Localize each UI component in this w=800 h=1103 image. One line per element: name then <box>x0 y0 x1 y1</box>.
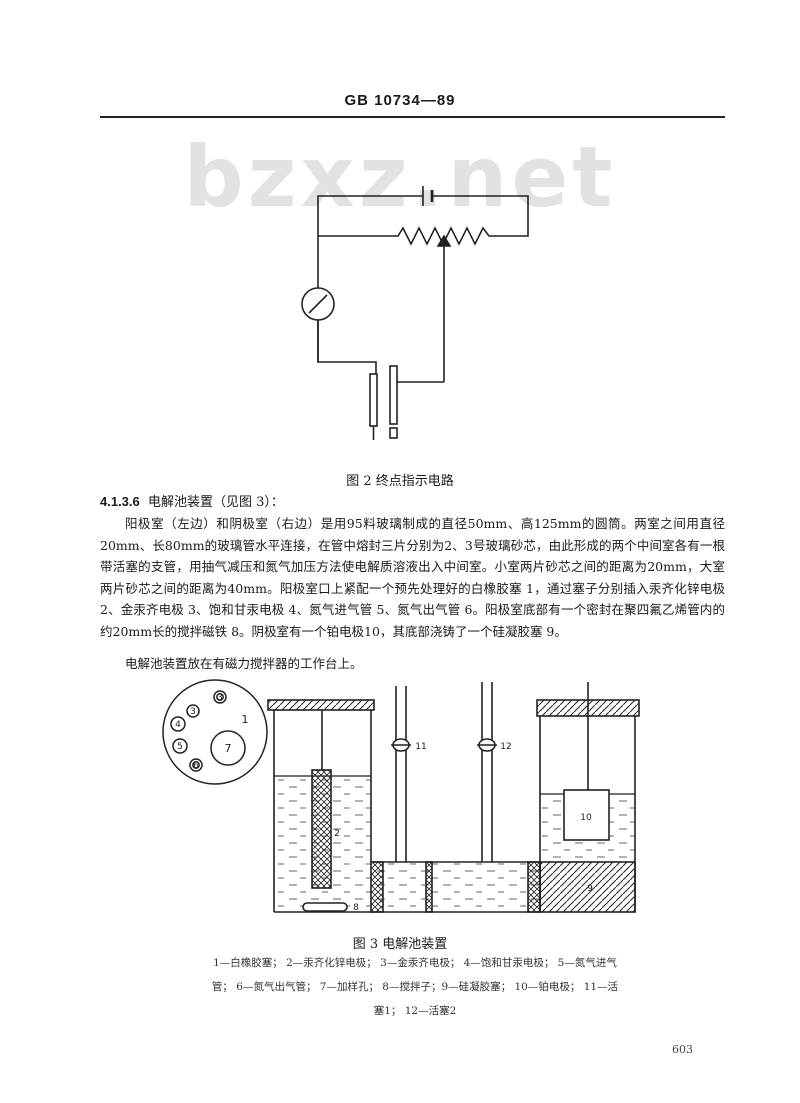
circuit-wire-left <box>317 195 423 362</box>
frit-3 <box>527 861 541 913</box>
rheostat-wiper-arrow <box>436 234 452 247</box>
rheostat <box>318 226 493 246</box>
watermark: bzxz.net <box>183 128 617 226</box>
figure3-caption: 图 3 电解池装置 <box>352 937 448 952</box>
label-3: 3 <box>217 693 223 703</box>
section-paragraph-2: 电解池装置放在有磁力搅拌器的工作台上。 <box>125 656 363 671</box>
label-7: 7 <box>225 742 232 755</box>
galvanometer-needle <box>308 294 328 314</box>
label-3b: 3 <box>190 707 196 717</box>
right-electrode <box>389 365 398 425</box>
stopper-outline <box>162 679 268 785</box>
anode-stopper <box>267 699 375 711</box>
platinum-electrode <box>563 789 610 841</box>
label-2: 2 <box>334 829 340 839</box>
standard-number: GB 10734—89 <box>344 92 456 109</box>
label-12: 12 <box>500 742 511 752</box>
label-10: 10 <box>580 813 592 823</box>
frit-2 <box>425 861 433 913</box>
header-rule <box>100 116 725 118</box>
sample-hole-outline <box>210 730 246 766</box>
zinc-electrode <box>311 769 332 889</box>
stir-bar <box>302 902 348 912</box>
label-9: 9 <box>587 884 593 894</box>
frit-1 <box>370 861 384 913</box>
circuit-wire-right <box>432 195 529 237</box>
label-1: 1 <box>242 713 249 726</box>
label-11: 11 <box>415 742 426 752</box>
label-8: 8 <box>353 903 359 913</box>
figure2-caption: 图 2 终点指示电路 <box>346 474 454 489</box>
right-electrode-tip <box>389 427 398 439</box>
section-paragraph-1: 阳极室（左边）和阴极室（右边）是用95料玻璃制成的直径50mm、高125mm的圆… <box>100 516 725 639</box>
figure3-legend: 1—白橡胶塞； 2—汞齐化锌电极； 3—金汞齐电极； 4—饱和甘汞电极； 5—氮… <box>211 957 619 1017</box>
stopper-top-view <box>162 679 268 785</box>
label-4: 4 <box>175 720 181 730</box>
silica-gel-plug <box>539 861 636 913</box>
figure3-cell-diagram: 3 3 4 5 6 7 1 <box>162 679 640 913</box>
section-title: 电解池装置（见图 3）： <box>148 495 284 510</box>
label-5: 5 <box>177 742 183 752</box>
page-number: 603 <box>672 1043 693 1056</box>
figure2-circuit-diagram <box>301 186 529 440</box>
section-number: 4.1.3.6 <box>100 494 140 509</box>
left-electrode <box>369 373 378 427</box>
section-heading: 4.1.3.6 电解池装置（见图 3）： <box>100 491 284 510</box>
wire-to-right-electrode <box>393 366 444 383</box>
bridge-liquid <box>371 862 540 912</box>
wire-to-left-electrode <box>317 320 377 374</box>
label-6: 6 <box>193 761 199 771</box>
